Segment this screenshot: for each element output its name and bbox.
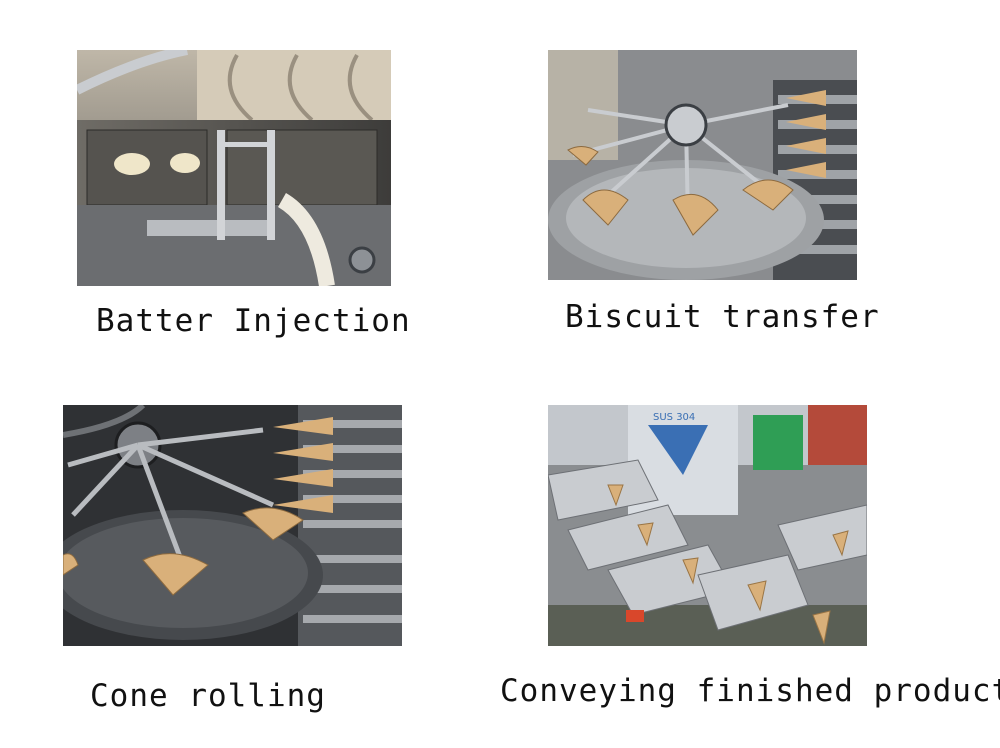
sus-label: SUS 304	[653, 412, 695, 423]
cone-rolling-photo	[63, 405, 402, 646]
caption-conveying-finished-products: Conveying finished products	[500, 673, 1000, 709]
conveying-products-photo: SUS 304	[548, 405, 867, 646]
biscuit-transfer-photo	[548, 50, 857, 280]
caption-batter-injection: Batter Injection	[96, 303, 411, 339]
batter-injection-photo	[77, 50, 391, 286]
caption-cone-rolling: Cone rolling	[90, 678, 326, 714]
caption-biscuit-transfer: Biscuit transfer	[565, 299, 880, 335]
